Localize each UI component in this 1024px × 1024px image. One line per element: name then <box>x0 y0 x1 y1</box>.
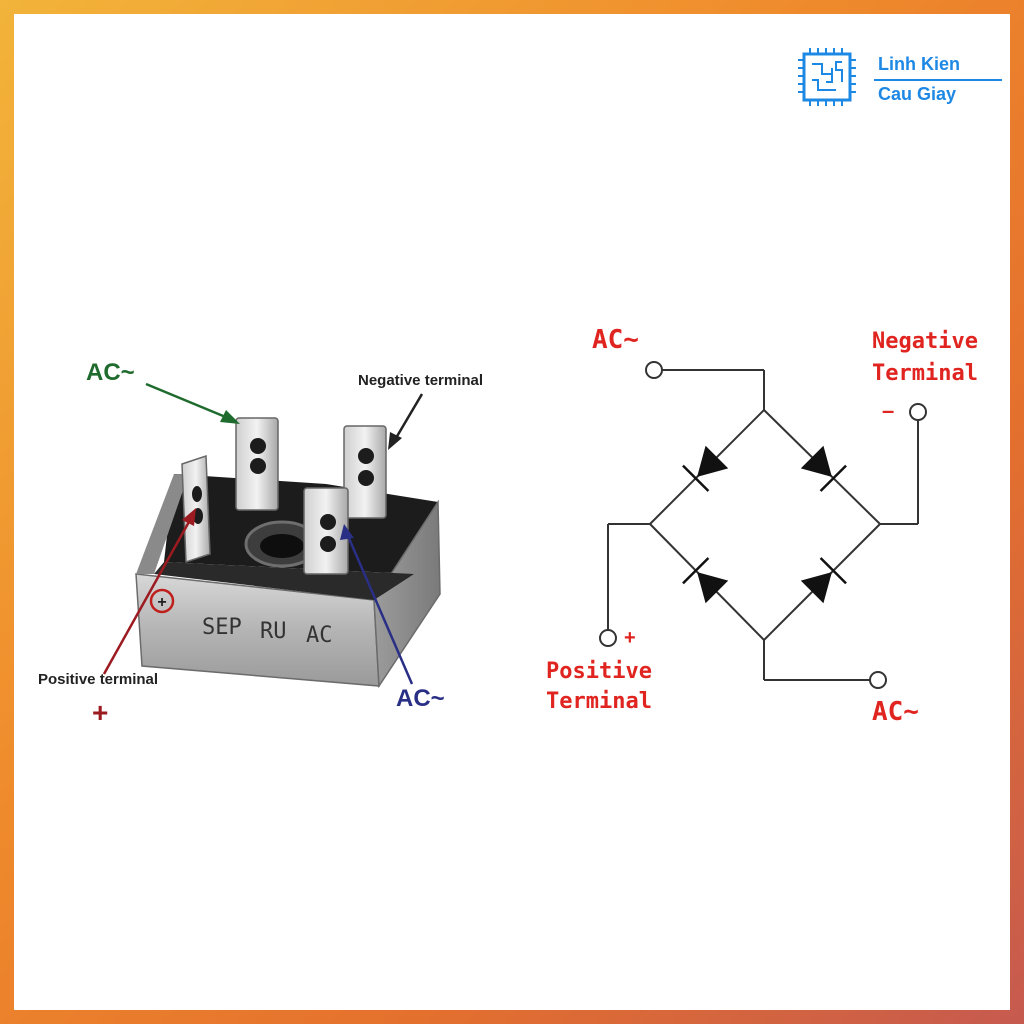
ac-left-tab <box>235 417 279 511</box>
body-mark-3: AC <box>306 623 333 648</box>
body-mark-2: RU <box>260 619 287 644</box>
schematic-plus-sign: + <box>624 627 636 649</box>
ac-right-tab <box>303 487 349 575</box>
photo-ac-left-label: AC~ <box>86 359 135 386</box>
schematic-minus-sign: – <box>882 398 894 423</box>
positive-arrow <box>102 508 196 675</box>
body-mark-1: SEP <box>202 615 242 640</box>
brand-logo: Linh Kien Cau Giay <box>796 36 1006 116</box>
rectifier-body <box>135 474 441 689</box>
schematic-negative-line1: Negative <box>872 329 978 354</box>
positive-terminal-node <box>599 629 617 647</box>
ac-bottom-terminal <box>869 671 887 689</box>
negative-terminal-node <box>909 403 927 421</box>
ac-right-arrow <box>340 524 414 685</box>
positive-marker-circle <box>149 588 175 614</box>
ac-top-terminal <box>645 361 663 379</box>
schematic-positive-line1: Positive <box>546 659 652 684</box>
image-canvas: Linh Kien Cau Giay <box>14 14 1010 1010</box>
negative-arrow <box>388 393 424 450</box>
schematic-wires <box>607 369 919 681</box>
diode-top-left <box>682 445 729 492</box>
logo-text-line1: Linh Kien <box>878 54 960 74</box>
photo-positive-label: Positive terminal <box>38 671 158 688</box>
schematic-ac-top-label: AC~ <box>592 325 639 355</box>
chip-icon <box>798 48 856 106</box>
bridge-schematic: AC~ Negative Terminal – + Positive Termi… <box>546 325 978 727</box>
bridge-illustration: + SEP RU AC AC~ Negative t <box>38 359 483 728</box>
schematic-negative-line2: Terminal <box>872 361 978 386</box>
logo-text-line2: Cau Giay <box>878 84 957 104</box>
photo-negative-label: Negative terminal <box>358 372 483 389</box>
photo-ac-right-label: AC~ <box>396 685 445 712</box>
schematic-ac-bottom-label: AC~ <box>872 697 919 727</box>
schematic-positive-line2: Terminal <box>546 689 652 714</box>
diode-top-right <box>800 445 847 492</box>
ac-left-arrow <box>145 382 240 424</box>
diode-bottom-left <box>682 557 729 604</box>
photo-plus-sign: + <box>92 697 108 728</box>
logo-divider <box>874 79 1002 81</box>
positive-marker-text: + <box>157 594 166 611</box>
negative-tab <box>343 425 387 519</box>
diode-bottom-right <box>800 557 847 604</box>
